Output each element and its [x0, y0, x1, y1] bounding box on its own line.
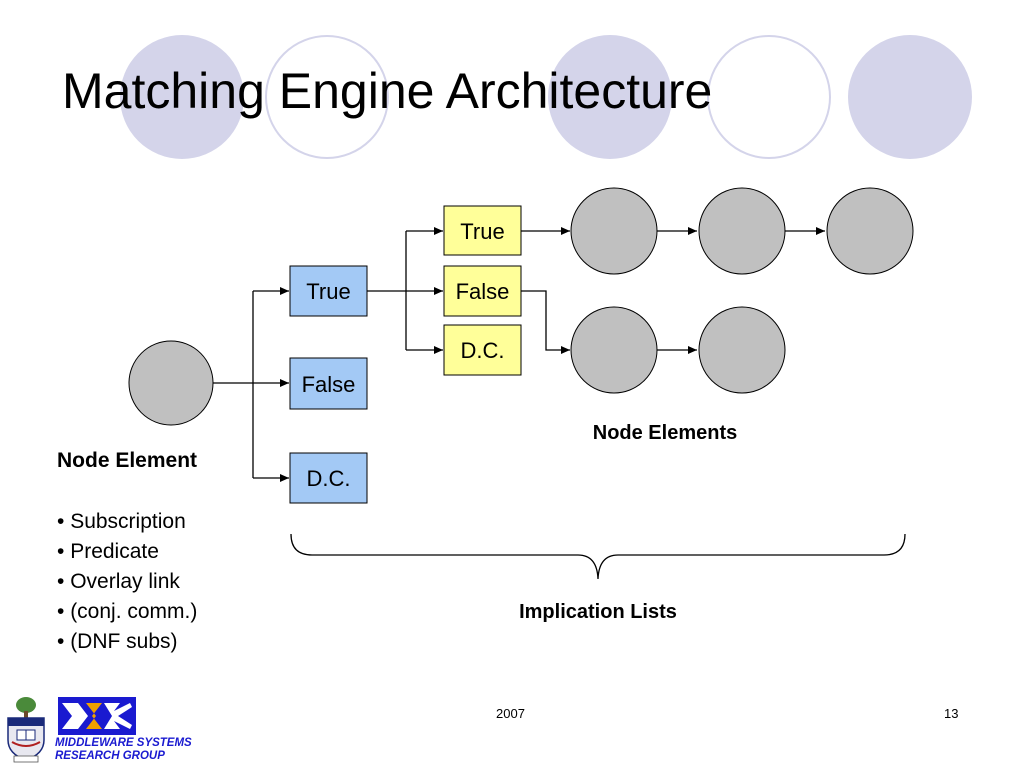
- root-branch-label: True: [306, 279, 350, 304]
- list-item: (DNF subs): [57, 627, 197, 657]
- decor-circle: [707, 35, 831, 159]
- node-elements-caption: Node Elements: [593, 422, 737, 444]
- node-element: [698, 187, 786, 275]
- sub-branch-label: D.C.: [461, 338, 505, 363]
- node-element: [698, 306, 786, 394]
- group-name-line: MIDDLEWARE SYSTEMS: [55, 737, 192, 749]
- node-element-heading: Node Element: [57, 449, 198, 472]
- implication-lists-brace: [290, 533, 906, 580]
- sub-branch-label: True: [460, 219, 504, 244]
- list-item: Subscription: [57, 507, 197, 537]
- implication-lists-caption: Implication Lists: [519, 601, 677, 623]
- list-item: (conj. comm.): [57, 597, 197, 627]
- node-element: [570, 187, 658, 275]
- root-branch-false: False: [289, 357, 368, 410]
- arrow-list-2: [521, 290, 570, 354]
- root-node-element: [128, 340, 214, 426]
- footer-year: 2007: [496, 706, 525, 721]
- decor-circle: [120, 35, 244, 159]
- node-element: [570, 306, 658, 394]
- sub-branch-false: False: [443, 265, 522, 317]
- list-item: Predicate: [57, 537, 197, 567]
- research-group-name: MIDDLEWARE SYSTEMS RESEARCH GROUP: [55, 737, 192, 763]
- decor-circle: [548, 35, 672, 159]
- decor-circle: [848, 35, 972, 159]
- sub-branch-label: False: [456, 279, 510, 304]
- sub-branch-dc: D.C.: [443, 324, 522, 376]
- sub-branch-true: True: [443, 205, 522, 256]
- msrg-logo: [58, 697, 136, 735]
- decor-circle: [265, 35, 389, 159]
- list-item: Overlay link: [57, 567, 197, 597]
- root-branch-dc: D.C.: [289, 452, 368, 504]
- root-branch-label: D.C.: [307, 466, 351, 491]
- node-element-panel: Node Element Subscription Predicate Over…: [57, 446, 197, 657]
- node-element-attributes: Subscription Predicate Overlay link (con…: [57, 507, 197, 657]
- node-element: [826, 187, 914, 275]
- page-number: 13: [944, 706, 959, 721]
- root-branch-label: False: [302, 372, 356, 397]
- slide-title: Matching Engine Architecture: [62, 63, 713, 119]
- root-branch-true: True: [289, 265, 368, 317]
- group-name-line: RESEARCH GROUP: [55, 750, 165, 762]
- university-crest-logo: [7, 697, 45, 763]
